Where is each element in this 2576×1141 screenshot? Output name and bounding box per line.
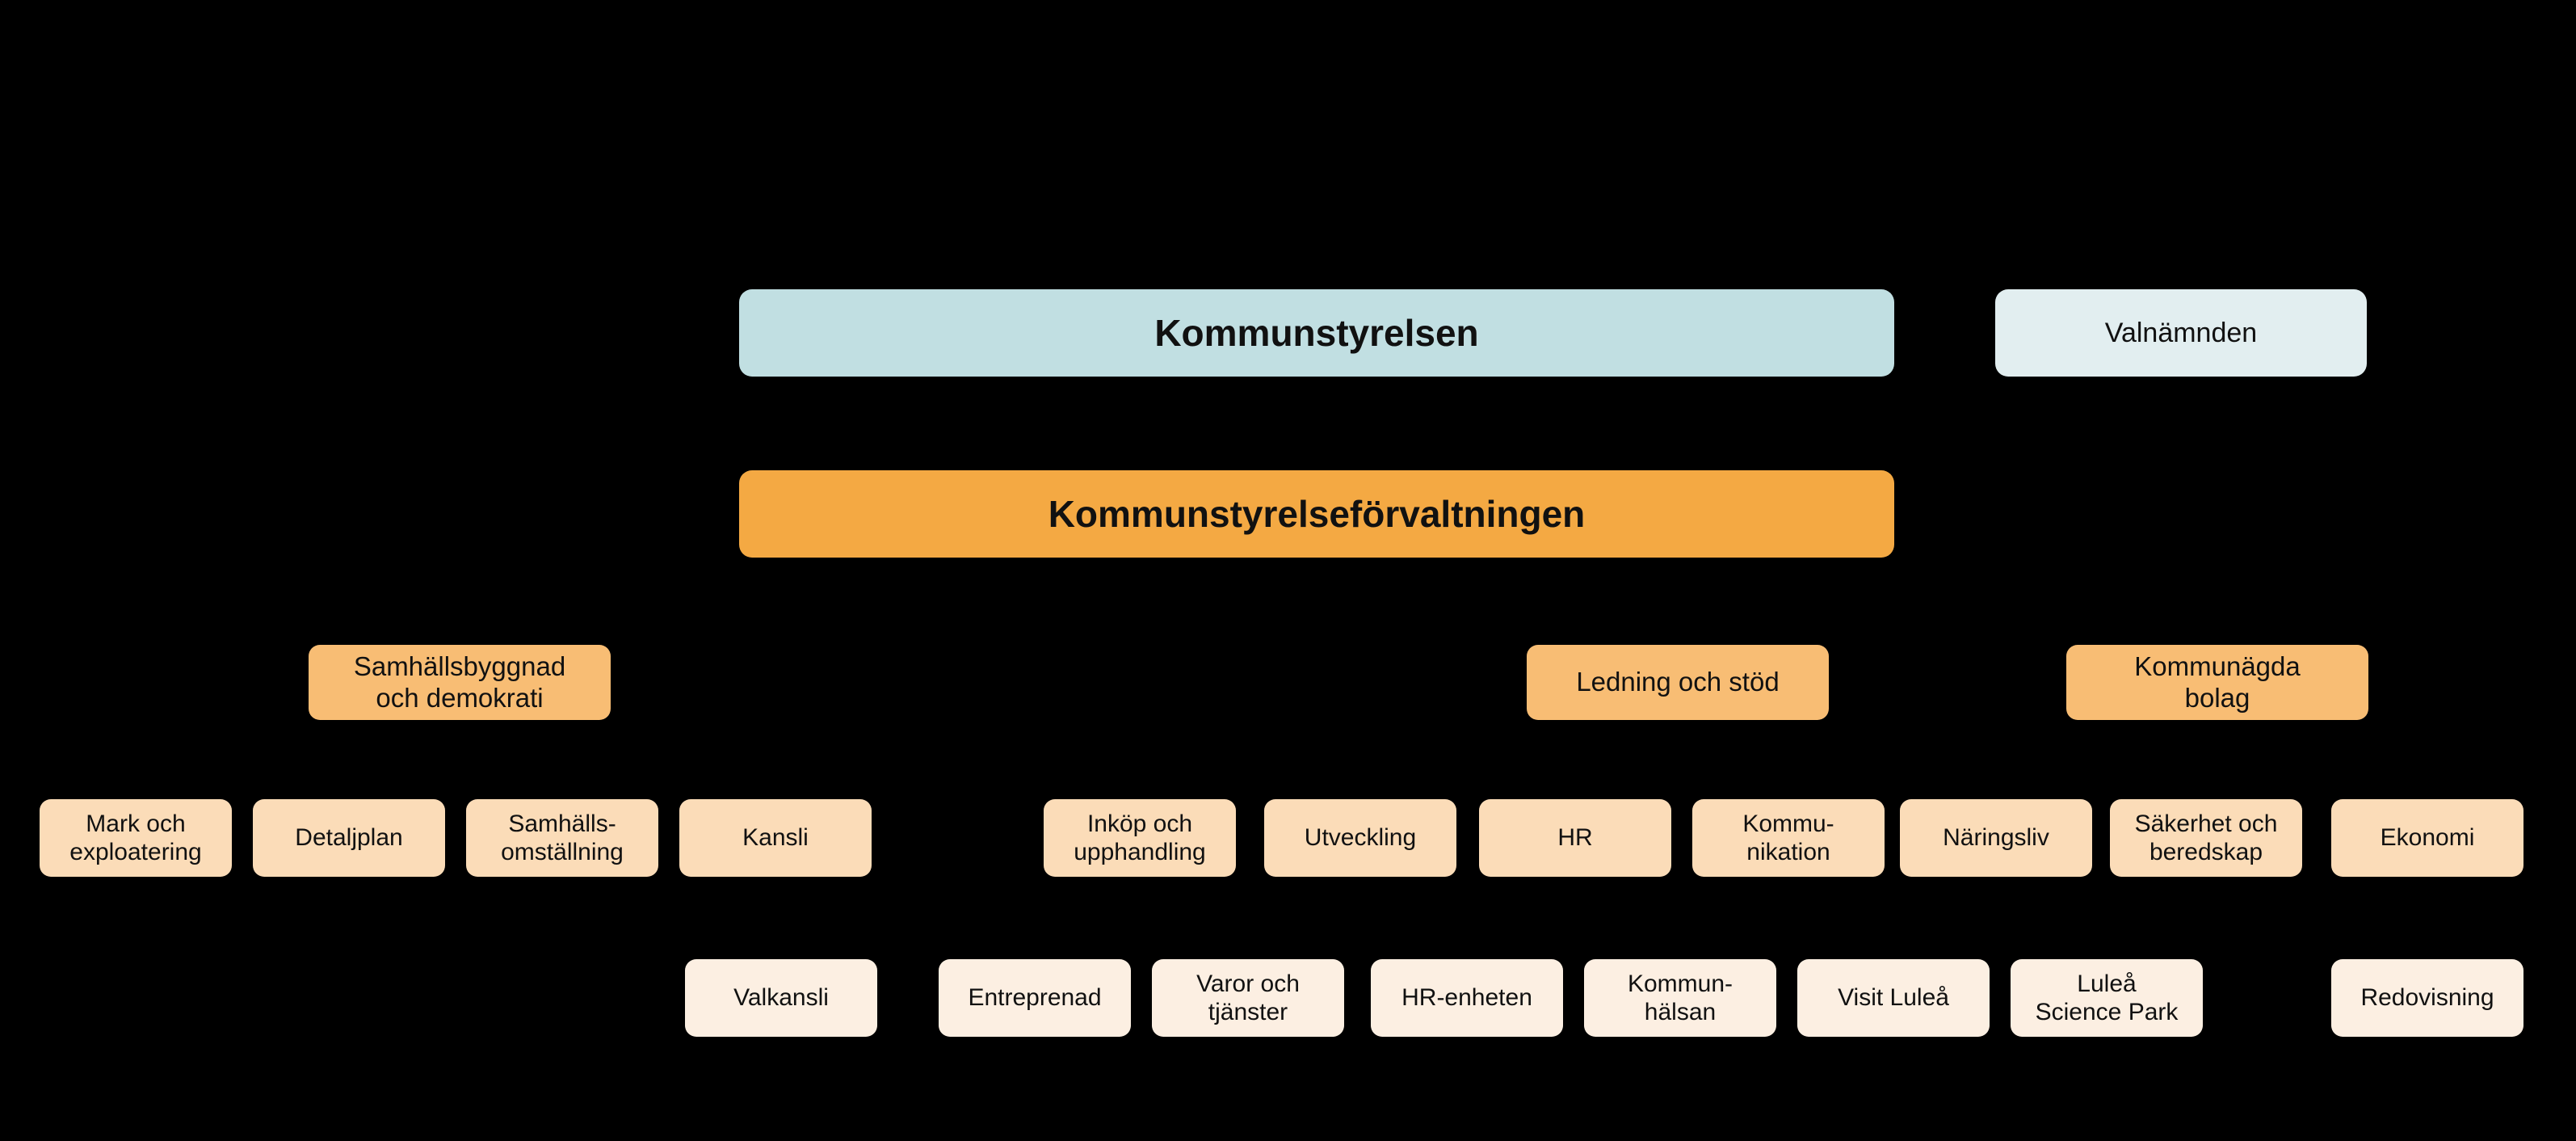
org-node-entreprenad[interactable]: Entreprenad: [939, 959, 1131, 1037]
org-node-samhallsbyggnad-och-demokrati[interactable]: Samhällsbyggnad och demokrati: [309, 645, 611, 720]
org-node-kommun-halsan[interactable]: Kommun- hälsan: [1584, 959, 1776, 1037]
org-node-valnamnden[interactable]: Valnämnden: [1995, 289, 2367, 377]
org-node-utveckling[interactable]: Utveckling: [1264, 799, 1456, 877]
org-node-mark-och-exploatering[interactable]: Mark och exploatering: [40, 799, 232, 877]
org-node-kommunagda-bolag[interactable]: Kommunägda bolag: [2066, 645, 2368, 720]
org-node-naringsliv[interactable]: Näringsliv: [1900, 799, 2092, 877]
org-node-ekonomi[interactable]: Ekonomi: [2331, 799, 2523, 877]
org-node-kansli[interactable]: Kansli: [679, 799, 872, 877]
org-node-inkop-och-upphandling[interactable]: Inköp och upphandling: [1044, 799, 1236, 877]
org-node-kommunstyrelsen[interactable]: Kommunstyrelsen: [739, 289, 1894, 377]
org-node-lulea-science-park[interactable]: Luleå Science Park: [2011, 959, 2203, 1037]
org-node-detaljplan[interactable]: Detaljplan: [253, 799, 445, 877]
org-node-redovisning[interactable]: Redovisning: [2331, 959, 2523, 1037]
org-node-valkansli[interactable]: Valkansli: [685, 959, 877, 1037]
org-node-samhalls-omstallning[interactable]: Samhälls- omställning: [466, 799, 658, 877]
org-node-hr[interactable]: HR: [1479, 799, 1671, 877]
org-node-visit-lulea[interactable]: Visit Luleå: [1797, 959, 1990, 1037]
org-node-kommunstyrelseforvaltningen[interactable]: Kommunstyrelseförvaltningen: [739, 470, 1894, 558]
org-node-sakerhet-och-beredskap[interactable]: Säkerhet och beredskap: [2110, 799, 2302, 877]
org-node-varor-och-tjanster[interactable]: Varor och tjänster: [1152, 959, 1344, 1037]
org-node-ledning-och-stod[interactable]: Ledning och stöd: [1527, 645, 1829, 720]
org-node-kommu-nikation[interactable]: Kommu- nikation: [1692, 799, 1885, 877]
org-node-hr-enheten[interactable]: HR-enheten: [1371, 959, 1563, 1037]
